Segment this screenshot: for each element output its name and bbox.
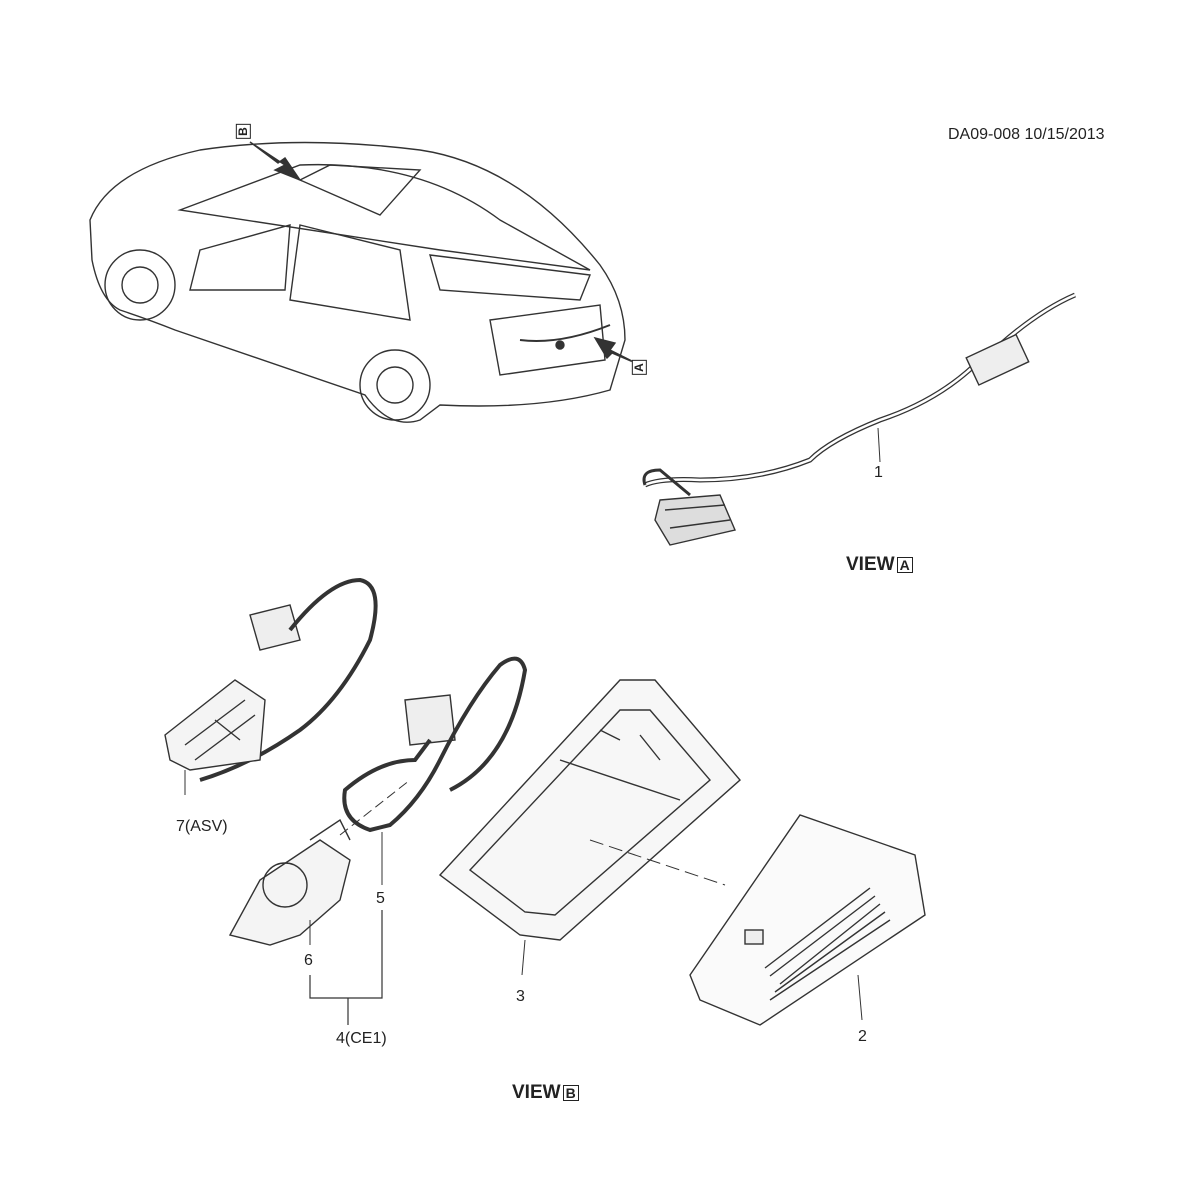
arrow-a-label: A: [631, 360, 647, 375]
view-a-letter: A: [896, 557, 913, 573]
part-7-asv-harness: [164, 577, 378, 795]
callout-bracket: [309, 910, 383, 999]
view-a-label: VIEW A: [846, 554, 913, 576]
part-3-bracket-tray: [438, 679, 741, 976]
callout-1: 1: [874, 464, 883, 481]
view-b-label: VIEW B: [512, 1082, 579, 1104]
view-b-letter: B: [562, 1085, 579, 1101]
callout-5: 5: [376, 890, 385, 907]
callout-3: 3: [516, 988, 525, 1005]
arrow-b-label: B: [235, 124, 251, 139]
car-illustration: [89, 141, 626, 423]
callout-7: 7(ASV): [176, 818, 228, 835]
part-5-harness: [339, 656, 528, 885]
view-a-prefix: VIEW: [846, 554, 895, 575]
arrow-a: [593, 336, 641, 366]
part-2-cover: [589, 814, 926, 1026]
callout-2: 2: [858, 1028, 867, 1045]
callout-4: 4(CE1): [336, 1030, 387, 1047]
drawing-code: DA09-008 10/15/2013: [948, 126, 1105, 143]
part-1-camera-harness: [642, 292, 1076, 546]
view-b-prefix: VIEW: [512, 1082, 561, 1103]
arrow-b: [249, 141, 302, 182]
part-6-connector: [228, 818, 351, 946]
callout-6: 6: [304, 952, 313, 969]
